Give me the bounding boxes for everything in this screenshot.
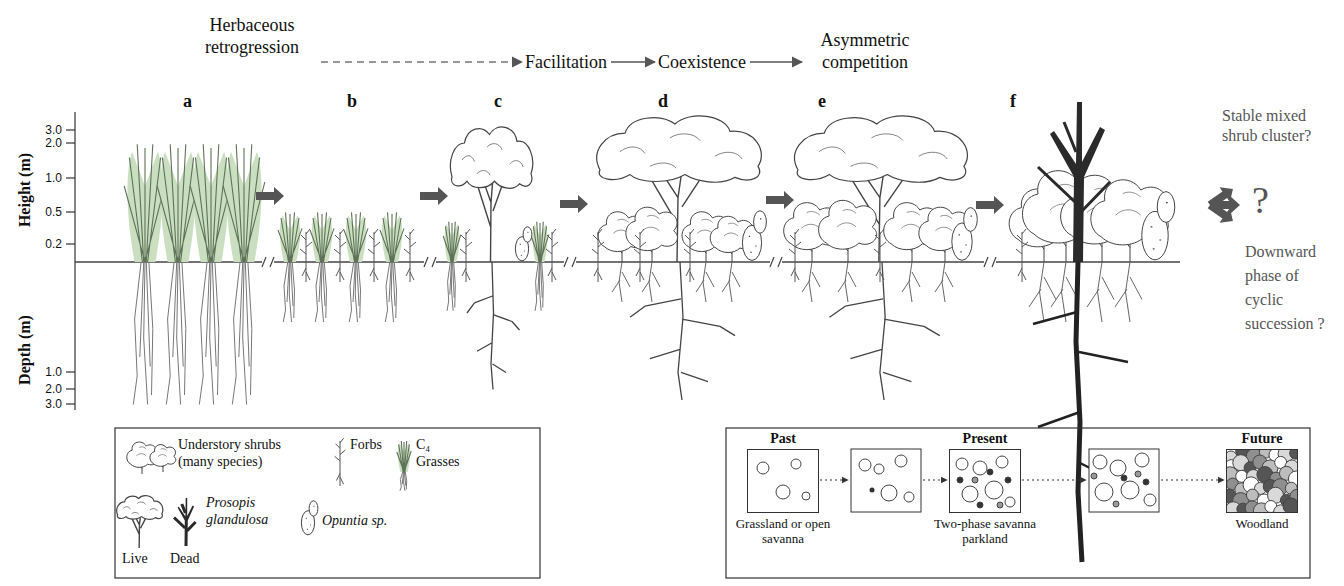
panel-d-coexistence bbox=[592, 116, 766, 400]
panel-letter: a bbox=[183, 90, 192, 112]
outcome-note: Downward phase of cyclic succession ? bbox=[1245, 240, 1340, 336]
legend-entry: Opuntia sp. bbox=[322, 512, 387, 529]
phase-name: Herbaceous retrogression bbox=[187, 14, 317, 58]
period-heading: Present bbox=[918, 430, 1053, 447]
legend-entry: C₄ Grasses bbox=[416, 436, 474, 470]
landscape-stage: PresentTwo-phase savanna parkland bbox=[918, 430, 1053, 546]
stage-caption: Woodland bbox=[1220, 516, 1304, 531]
panel-letter: f bbox=[1010, 90, 1016, 112]
panel-letter: b bbox=[347, 90, 357, 112]
landscape-inset bbox=[726, 428, 1310, 578]
legend-text: Prosopis glandulosa bbox=[206, 495, 268, 527]
panel-a-grassland bbox=[124, 144, 265, 404]
flow-arrow bbox=[750, 61, 802, 63]
flow-arrow bbox=[611, 61, 655, 63]
outcome-note: Stable mixed shrub cluster? bbox=[1222, 106, 1337, 146]
landscape-stage: FutureWoodland bbox=[1220, 430, 1304, 531]
tick-label: 1.0 bbox=[30, 366, 62, 378]
legend-text: Opuntia sp. bbox=[322, 513, 387, 528]
phase-name: Facilitation bbox=[525, 51, 607, 73]
process-phase: Asymmetric competition bbox=[805, 29, 925, 73]
tick-label: 2.0 bbox=[30, 137, 62, 149]
axis-title: Height (m) bbox=[15, 153, 34, 227]
legend-sublabel: Dead bbox=[170, 550, 200, 567]
vegetation-patches bbox=[748, 450, 818, 512]
stage-caption: Two-phase savanna parkland bbox=[918, 516, 1053, 546]
panel-c-facilitation bbox=[443, 127, 558, 390]
phase-name: Coexistence bbox=[658, 51, 746, 73]
axis bbox=[66, 112, 75, 410]
legend-sublabel: Live bbox=[122, 550, 148, 567]
panel-letter: c bbox=[494, 90, 502, 112]
vegetation-patches bbox=[1227, 450, 1297, 512]
tick-label: 0.2 bbox=[30, 238, 62, 250]
tick-label: 1.0 bbox=[30, 172, 62, 184]
panel-f-competition bbox=[1009, 102, 1175, 562]
legend-panel bbox=[115, 428, 540, 578]
panel-e-coexistence bbox=[784, 116, 978, 400]
tick-label: 2.0 bbox=[30, 383, 62, 395]
legend-text: Understory shrubs (many species) bbox=[178, 437, 281, 469]
panel-letter: d bbox=[658, 90, 668, 112]
legend-entry: Forbs bbox=[350, 436, 382, 453]
tick-label: 3.0 bbox=[30, 124, 62, 136]
process-phase: Coexistence bbox=[658, 51, 746, 73]
panel-b-retrogression bbox=[278, 212, 416, 322]
process-phase: Facilitation bbox=[525, 51, 607, 73]
question-mark: ? bbox=[1252, 180, 1269, 220]
panel-letter: e bbox=[818, 90, 826, 112]
period-heading: Future bbox=[1220, 430, 1304, 447]
phase-name: Asymmetric competition bbox=[805, 29, 925, 73]
legend-entry: Prosopis glandulosa bbox=[206, 494, 296, 528]
process-phase: Herbaceous retrogression bbox=[187, 14, 317, 58]
period-heading: Past bbox=[736, 430, 831, 447]
landscape-square bbox=[1226, 449, 1298, 513]
legend-text: Forbs bbox=[350, 437, 382, 452]
tick-label: 0.5 bbox=[30, 206, 62, 218]
axis-title: Depth (m) bbox=[15, 315, 34, 385]
landscape-stage: PastGrassland or open savanna bbox=[736, 430, 831, 546]
landscape-square bbox=[949, 449, 1021, 513]
tick-label: 3.0 bbox=[30, 398, 62, 410]
flow-arrow bbox=[321, 61, 522, 63]
legend-entry: Understory shrubs (many species) bbox=[178, 436, 318, 470]
stage-caption: Grassland or open savanna bbox=[736, 516, 831, 546]
landscape-square bbox=[747, 449, 819, 513]
vegetation-patches bbox=[950, 450, 1020, 512]
legend-text: C₄ Grasses bbox=[416, 437, 460, 469]
